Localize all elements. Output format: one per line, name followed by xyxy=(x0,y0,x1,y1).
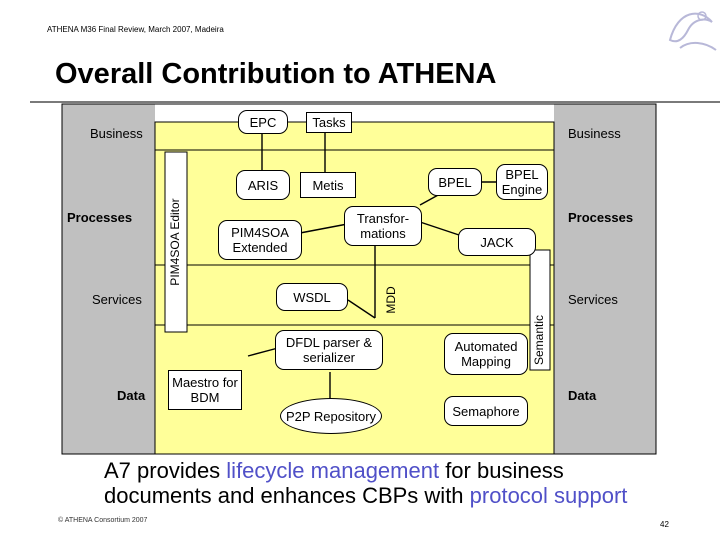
connector-maestro-dfdl xyxy=(247,347,279,357)
jack-box: JACK xyxy=(458,228,536,256)
bpel-box: BPEL xyxy=(428,168,482,196)
semantic-label: Semantic xyxy=(532,314,546,366)
bpel-engine-box: BPEL Engine xyxy=(496,164,548,200)
pim4soa-editor-bar xyxy=(164,151,188,333)
band-label-services-left: Services xyxy=(92,292,142,307)
title-divider xyxy=(30,101,720,103)
caption-highlight-protocol: protocol support xyxy=(469,483,628,508)
tasks-box: Tasks xyxy=(306,112,352,133)
band-label-business-left: Business xyxy=(90,126,143,141)
transformations-box: Transfor-mations xyxy=(344,206,422,246)
left-gray-column xyxy=(62,104,155,454)
connector-mdd-wsdl xyxy=(347,299,376,319)
connector-transformations-jack xyxy=(419,221,463,237)
band-label-data-left: Data xyxy=(117,388,146,403)
page-number: 42 xyxy=(660,520,669,529)
metis-box: Metis xyxy=(300,172,356,198)
athena-logo-icon xyxy=(668,11,717,51)
wsdl-box: WSDL xyxy=(276,283,348,311)
pim4soa-extended-box: PIM4SOA Extended xyxy=(218,220,302,260)
right-gray-column xyxy=(554,104,656,454)
header-text: ATHENA M36 Final Review, March 2007, Mad… xyxy=(47,25,224,34)
mdd-label: MDD xyxy=(384,286,398,314)
pim4soa-editor-label: PIM4SOA Editor xyxy=(168,198,182,286)
page-title: Overall Contribution to ATHENA xyxy=(55,58,497,90)
maestro-box: Maestro for BDM xyxy=(168,370,242,410)
band-label-business-right: Business xyxy=(568,126,621,141)
epc-box: EPC xyxy=(238,110,288,134)
semaphore-box: Semaphore xyxy=(444,396,528,426)
p2p-repository-box: P2P Repository xyxy=(280,398,382,434)
footer-copyright: © ATHENA Consortium 2007 xyxy=(58,517,148,524)
automated-mapping-box: Automated Mapping xyxy=(444,333,528,375)
band-label-data-right: Data xyxy=(568,388,597,403)
caption-part2: for business documents and enhances CBPs… xyxy=(104,458,564,508)
band-label-processes-left: Processes xyxy=(67,210,133,225)
band-label-processes-right: Processes xyxy=(568,210,634,225)
dfdl-box: DFDL parser & serializer xyxy=(275,330,383,370)
caption-highlight-lifecycle: lifecycle management xyxy=(226,458,440,483)
band-label-services-right: Services xyxy=(568,292,618,307)
caption-text: A7 provides lifecycle management for bus… xyxy=(104,458,664,508)
semantic-bar xyxy=(529,249,551,371)
aris-box: ARIS xyxy=(236,170,290,200)
caption-part1: A7 provides xyxy=(104,458,227,483)
